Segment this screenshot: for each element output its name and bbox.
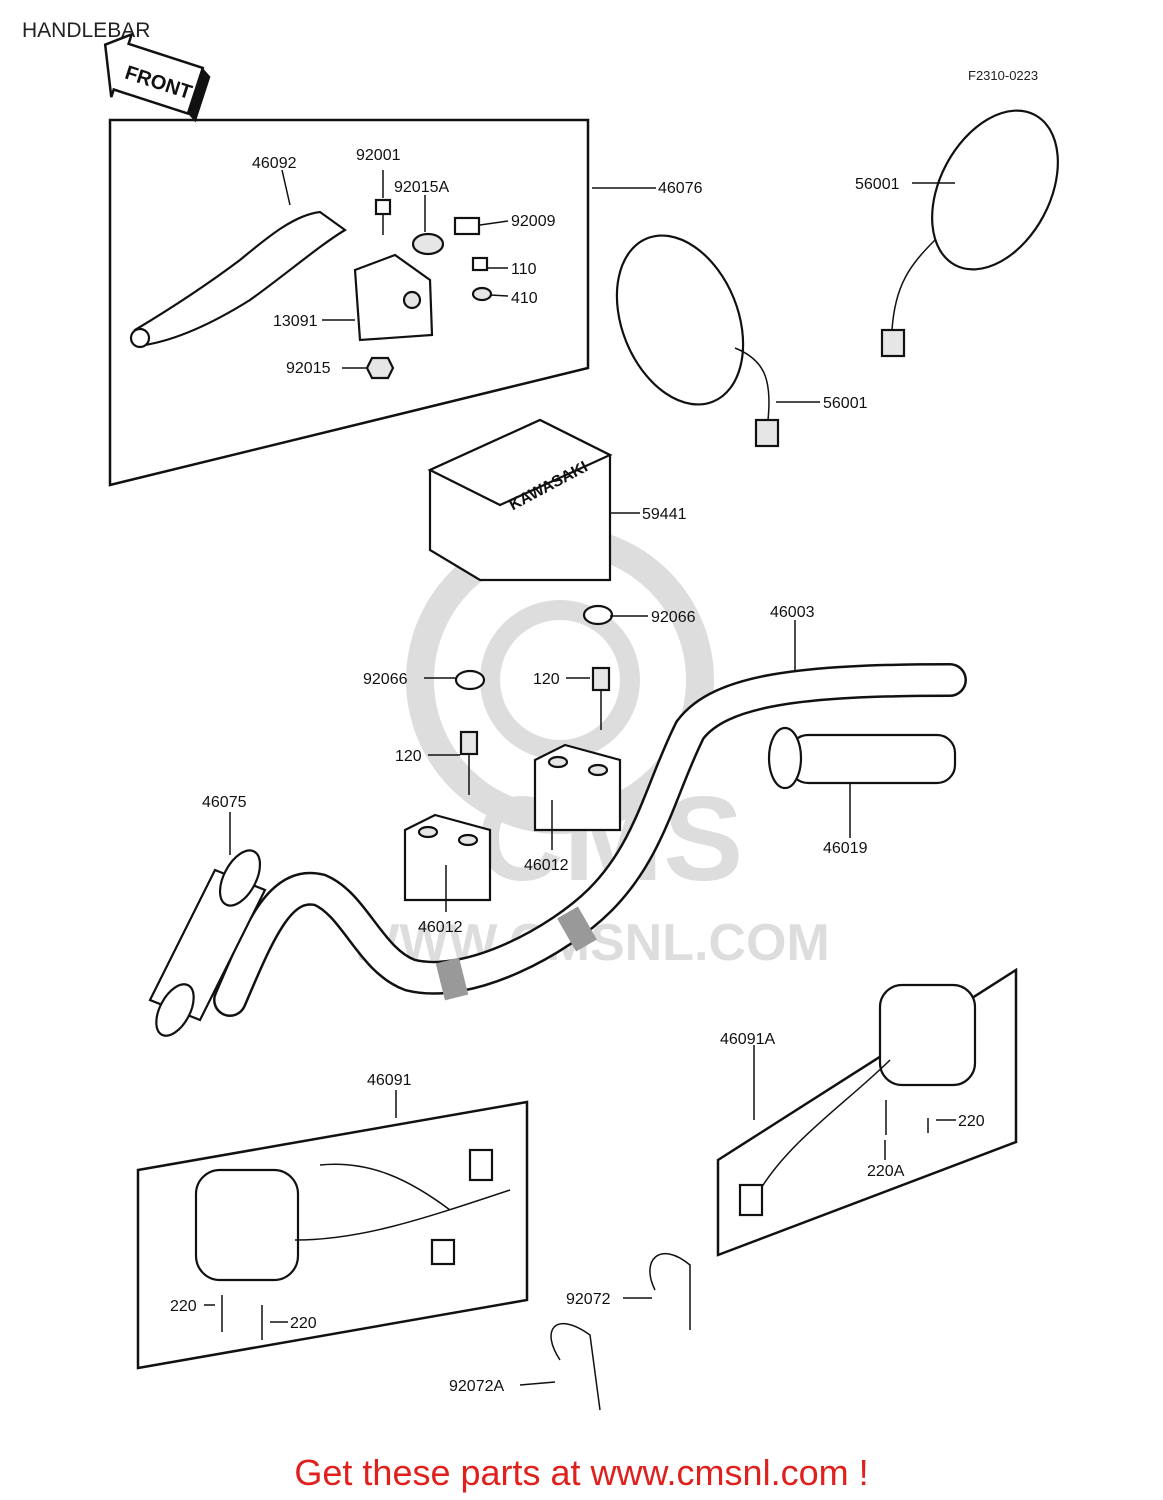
label-120-right: 120 [533, 671, 560, 688]
label-92066-left: 92066 [363, 671, 408, 688]
mirror-left [615, 234, 780, 448]
label-110: 110 [511, 261, 537, 278]
label-220-left-2: 220 [290, 1315, 317, 1332]
clamp-46012-left [403, 813, 492, 902]
clamp-46012-right [533, 743, 622, 832]
label-46019: 46019 [823, 840, 868, 857]
label-220A: 220A [867, 1163, 905, 1180]
label-46012-left: 46012 [418, 919, 463, 936]
cap-92066-right [582, 604, 614, 626]
label-220-left-1: 220 [170, 1298, 197, 1315]
lever-tip [129, 327, 151, 349]
label-92072: 92072 [566, 1291, 611, 1308]
label-59441: 59441 [642, 506, 687, 523]
bolt-120-left [459, 730, 479, 795]
label-56001-top: 56001 [855, 176, 900, 193]
label-46092: 46092 [252, 155, 297, 172]
grip-left-46075 [148, 849, 267, 1037]
label-92015A: 92015A [394, 179, 449, 196]
brake-lever [133, 210, 347, 347]
left-switch-housing [194, 1148, 511, 1282]
label-92072A: 92072A [449, 1378, 504, 1395]
adjuster-92009 [453, 216, 481, 236]
label-92001: 92001 [356, 147, 401, 164]
label-46091: 46091 [367, 1072, 412, 1089]
leader-lines [204, 169, 956, 1386]
left-switch-box [136, 1100, 529, 1370]
label-46012-right: 46012 [524, 857, 569, 874]
label-92009: 92009 [511, 213, 556, 230]
label-56001-mid: 56001 [823, 395, 868, 412]
cap-92066-left [454, 669, 486, 691]
nut-92015 [365, 356, 395, 380]
grip-right-46019 [767, 726, 957, 790]
label-13091: 13091 [273, 313, 318, 330]
figure-reference: F2310-0223 [968, 68, 1038, 83]
right-switch-housing [738, 983, 977, 1217]
bolt-92001 [374, 198, 392, 216]
label-46091A: 46091A [720, 1031, 775, 1048]
bolt-120-right [591, 666, 611, 730]
label-92015: 92015 [286, 360, 331, 377]
label-46003: 46003 [770, 604, 815, 621]
part-labels: 46092 92001 92015A 92009 46076 110 410 1… [170, 147, 985, 1395]
screw-110 [471, 256, 489, 272]
mirror-right [880, 109, 1059, 358]
label-120-left: 120 [395, 748, 422, 765]
label-220-right: 220 [958, 1113, 985, 1130]
holder-13091 [353, 253, 434, 342]
lever-assembly-box [108, 118, 590, 487]
band-92072 [649, 1253, 691, 1330]
footer-link[interactable]: Get these parts at www.cmsnl.com ! [294, 1452, 869, 1493]
label-410: 410 [511, 290, 538, 307]
band-92072A [550, 1323, 601, 1411]
label-92066-right: 92066 [651, 609, 696, 626]
diagram-title: HANDLEBAR [22, 19, 150, 42]
label-46075: 46075 [202, 794, 247, 811]
washer-410 [471, 286, 493, 302]
nut-92015A [411, 232, 445, 256]
handlebar-cover-59441: KAWASAKI [427, 418, 613, 582]
front-arrow-icon: FRONT [103, 32, 211, 123]
label-46076: 46076 [658, 180, 703, 197]
